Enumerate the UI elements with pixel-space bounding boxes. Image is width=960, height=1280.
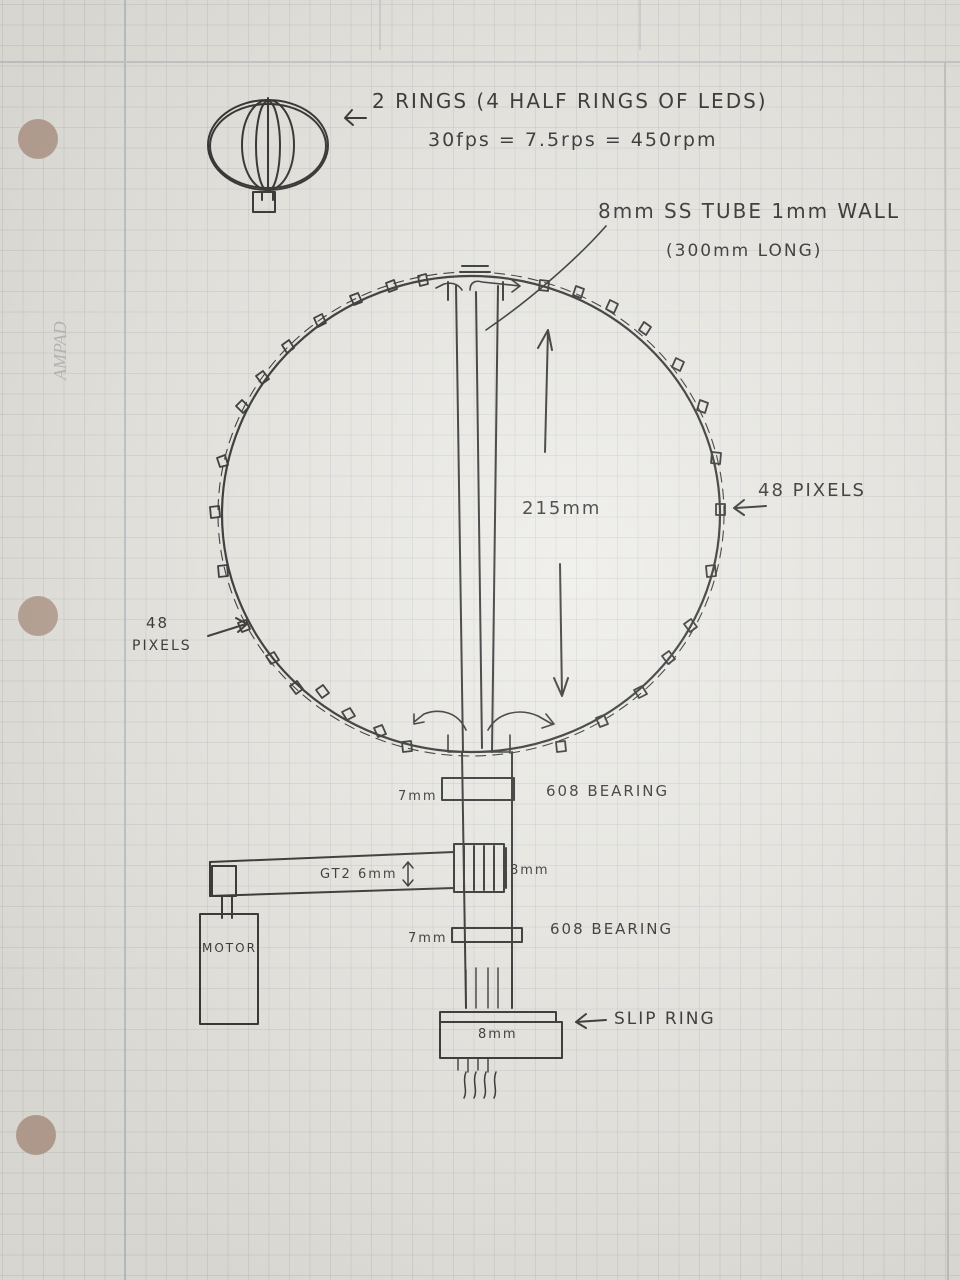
motor [199, 895, 259, 1025]
motor-label: MOTOR [202, 941, 257, 955]
brand-watermark: AMPAD [50, 321, 70, 381]
dimension-arrow-down [553, 563, 569, 697]
rings-arrow [344, 109, 367, 126]
tube-note-line2: (300mm LONG) [666, 241, 822, 261]
tube-base [447, 734, 511, 753]
flow-arrow-left [413, 710, 467, 731]
gt2-belt [209, 851, 455, 897]
binder-hole-bottom [16, 1115, 56, 1155]
binder-hole-middle [18, 596, 58, 636]
slip-ring-size: 8mm [478, 1027, 518, 1042]
bearing-top-size: 7mm [398, 789, 438, 804]
bearing-top [441, 777, 515, 801]
rings-sketch [207, 97, 329, 213]
belt-label: GT2 6mm [320, 867, 398, 882]
pixels-left-label-2: PIXELS [132, 638, 192, 654]
dimension-arrow-up [537, 329, 553, 453]
pixels-right-arrow [733, 499, 767, 516]
slip-ring-label: SLIP RING [614, 1009, 716, 1029]
right-sheet-edge [944, 61, 949, 1280]
bearing-top-label: 608 BEARING [546, 782, 669, 800]
pixels-left-arrow [207, 617, 248, 637]
ss-tube [435, 265, 521, 753]
height-label: 215mm [522, 498, 601, 519]
bearing-bottom-size: 7mm [408, 931, 448, 946]
pulley [453, 843, 507, 893]
bearing-bottom [451, 927, 523, 943]
tube-leader [485, 225, 607, 331]
flow-arrow-right [487, 711, 555, 731]
binder-hole-top [18, 119, 58, 159]
rings-note-line2: 30fps = 7.5rps = 450rpm [428, 129, 717, 151]
pulley-size: 8mm [510, 863, 550, 878]
rings-note-line1: 2 RINGS (4 HALF RINGS OF LEDS) [372, 89, 768, 113]
slip-ring [439, 967, 563, 1099]
slip-ring-arrow [575, 1013, 607, 1029]
pixels-left-label-1: 48 [146, 614, 169, 632]
led-pixels [209, 273, 726, 753]
tube-note-line1: 8mm SS TUBE 1mm WALL [598, 199, 900, 223]
bearing-bottom-label: 608 BEARING [550, 920, 673, 938]
pixels-right-label: 48 PIXELS [758, 480, 866, 501]
